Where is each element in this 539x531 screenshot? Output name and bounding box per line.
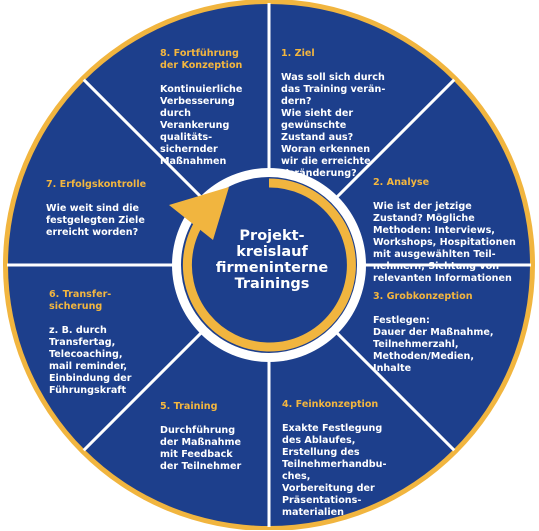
segment-analyse-body: Wie ist der jetzige Zustand? Mögliche Me… bbox=[373, 201, 516, 284]
segment-transfersicherung: 6. Transfer- sicherung z. B. durch Trans… bbox=[49, 277, 159, 409]
segment-ziel-body: Was soll sich durch das Training verän- … bbox=[281, 72, 386, 179]
segment-divider bbox=[331, 78, 456, 203]
cycle-arrow-ring bbox=[182, 178, 356, 352]
segment-analyse-title: 2. Analyse bbox=[373, 177, 430, 188]
segment-feinkonzeption-body: Exakte Festlegung des Ablaufes, Erstellu… bbox=[282, 423, 387, 518]
segment-fortfuehrung-title: 8. Fortführung der Konzeption bbox=[160, 48, 243, 71]
segment-fortfuehrung-body: Kontinuierliche Verbesserung durch Veran… bbox=[160, 84, 243, 167]
center-disc bbox=[181, 177, 357, 353]
segment-transfersicherung-title: 6. Transfer- sicherung bbox=[49, 289, 112, 312]
segment-divider bbox=[82, 78, 207, 203]
segment-erfolgskontrolle-title: 7. Erfolgskontrolle bbox=[46, 179, 147, 190]
segment-divider bbox=[82, 327, 207, 452]
segment-dividers bbox=[7, 3, 531, 527]
segment-analyse: 2. Analyse Wie ist der jetzige Zustand? … bbox=[373, 165, 533, 297]
segment-erfolgskontrolle: 7. Erfolgskontrolle Wie weit sind die fe… bbox=[46, 167, 186, 251]
segment-erfolgskontrolle-body: Wie weit sind die festgelegten Ziele err… bbox=[46, 203, 145, 238]
center-title: Projekt- kreislauf firmeninterne Trainin… bbox=[215, 228, 329, 292]
segment-training-body: Durchführung der Maßnahme mit Feedback d… bbox=[160, 425, 242, 472]
segment-grobkonzeption-body: Festlegen: Dauer der Maßnahme, Teilnehme… bbox=[373, 315, 494, 374]
segment-fortfuehrung: 8. Fortführung der Konzeption Kontinuier… bbox=[160, 36, 270, 180]
segment-training-title: 5. Training bbox=[160, 401, 218, 412]
segment-ziel-title: 1. Ziel bbox=[281, 48, 315, 59]
segment-transfersicherung-body: z. B. durch Transfertag, Telecoaching, m… bbox=[49, 325, 132, 396]
segment-grobkonzeption-title: 3. Grobkonzeption bbox=[373, 291, 473, 302]
segment-feinkonzeption-title: 4. Feinkonzeption bbox=[282, 399, 379, 410]
segment-grobkonzeption: 3. Grobkonzeption Festlegen: Dauer der M… bbox=[373, 279, 513, 387]
segment-feinkonzeption: 4. Feinkonzeption Exakte Festlegung des … bbox=[282, 387, 402, 531]
segment-training: 5. Training Durchführung der Maßnahme mi… bbox=[160, 389, 260, 485]
segment-divider bbox=[331, 327, 456, 452]
cycle-arrow-head bbox=[169, 187, 229, 240]
segment-ziel: 1. Ziel Was soll sich durch das Training… bbox=[281, 36, 411, 192]
